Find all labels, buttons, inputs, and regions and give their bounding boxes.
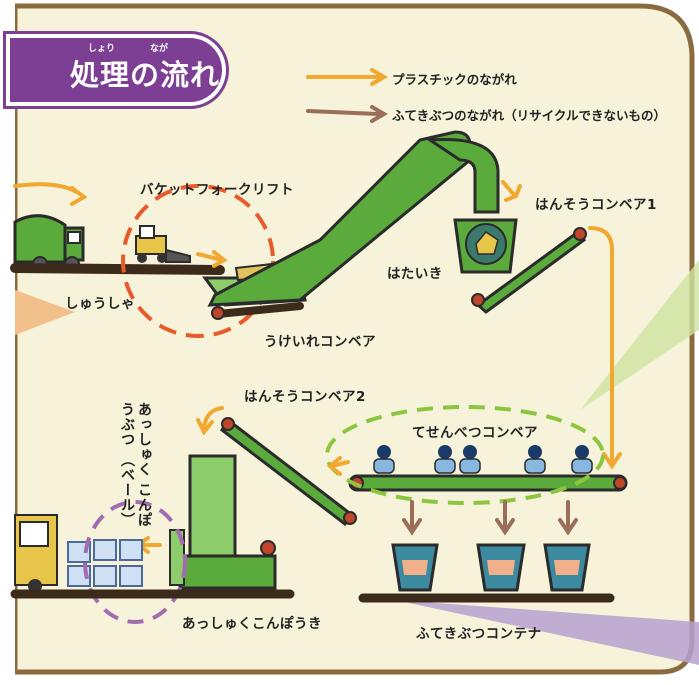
sorting-highlight-circle xyxy=(325,405,605,505)
transport-conveyor-2 xyxy=(220,417,357,527)
panel-background xyxy=(12,3,695,675)
label-transport-conveyor-2: はんそうコンベア2 xyxy=(244,389,366,405)
bale-highlight-circle xyxy=(83,500,187,624)
label-bag-opener: はたいき xyxy=(387,266,443,282)
compressor-machine xyxy=(169,454,277,590)
flow-arrow-forklift xyxy=(196,250,228,268)
waste-containers xyxy=(391,543,591,592)
peach-callout xyxy=(15,290,75,335)
legend-plastic-arrow xyxy=(306,68,388,86)
sorting-workers xyxy=(373,445,593,474)
legend-plastic-label: プラスチックのながれ xyxy=(392,72,517,87)
bucket-forklift xyxy=(135,225,191,263)
bale-forklift xyxy=(14,514,58,593)
label-compressed-bales: あっしゅく こんぽうぶつ （ベール） xyxy=(119,402,152,528)
page-title: 処理の流れ xyxy=(70,58,221,92)
flow-arrow-top xyxy=(501,180,522,202)
ground-floor-1 xyxy=(10,263,225,275)
waste-flow-arrows xyxy=(402,500,578,536)
flow-arrow-sorting xyxy=(326,456,350,476)
title-ruby-nagare: なが xyxy=(150,44,169,54)
flow-arrow-right xyxy=(588,226,622,470)
purple-callout xyxy=(395,600,699,665)
flow-arrow-truck xyxy=(13,182,88,206)
label-collection: しゅうしゃ xyxy=(65,296,135,312)
title-ruby-shori: しょり xyxy=(88,44,116,54)
label-waste-container: ふてきぶつコンテナ xyxy=(416,626,542,642)
green-callout xyxy=(580,260,699,410)
flow-arrow-conveyor-2 xyxy=(196,406,224,436)
title-banner xyxy=(10,38,222,102)
label-compressor: あっしゅくこんぽうき xyxy=(182,616,322,632)
label-hand-sorting-conveyor: てせんべつコンベア xyxy=(412,425,538,441)
bag-opener xyxy=(453,218,518,274)
forklift-highlight-circle xyxy=(121,184,275,338)
legend-waste-arrow xyxy=(306,105,388,123)
compressed-bales xyxy=(67,539,143,587)
label-bucket-forklift: バケットフォークリフト xyxy=(140,182,294,198)
transport-conveyor-1 xyxy=(471,227,587,314)
legend-waste-label: ふてきぶつのながれ（リサイクルできないもの） xyxy=(392,108,667,123)
label-transport-conveyor-1: はんそうコンベア1 xyxy=(535,197,657,213)
label-receiving-conveyor: うけいれコンベア xyxy=(264,334,376,350)
receiving-conveyor xyxy=(202,130,500,320)
left-margin xyxy=(0,0,15,685)
